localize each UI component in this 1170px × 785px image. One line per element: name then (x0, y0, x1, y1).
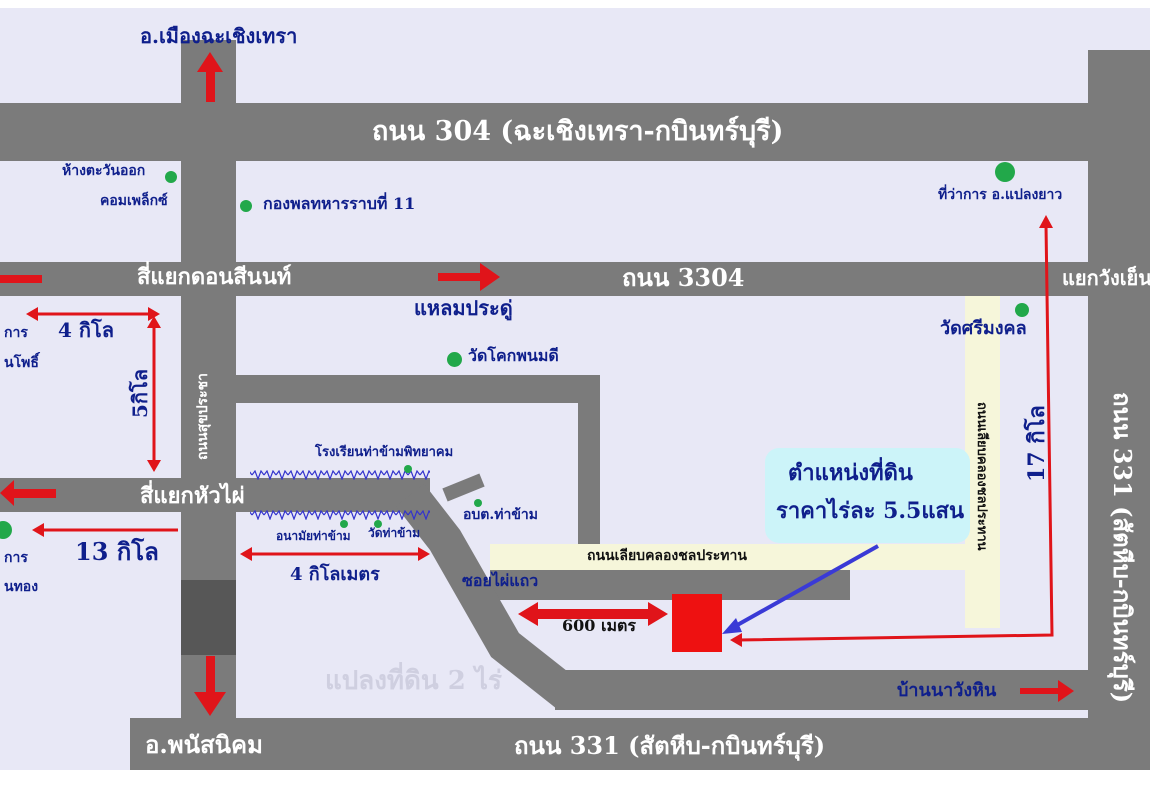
poi-dot-wat-khok (447, 352, 462, 367)
canal-road-vertical (965, 296, 1000, 628)
dist-600-m-label: 600 เมตร (562, 616, 636, 635)
arrow-left-top (0, 275, 42, 283)
land-callout (765, 448, 970, 543)
dist-13-kilo-label: 13 กิโล (75, 537, 159, 566)
road-3304-label: ถนน 3304 (622, 263, 745, 292)
road-wat-khok (236, 375, 598, 403)
arrow-hua-phai-head (0, 480, 14, 506)
wat-tha-kham-label: วัดท่าข้าม (368, 526, 421, 540)
arrow-3304-shaft (438, 273, 483, 281)
road-left-vertical-label: ถนนสุขประชา (195, 372, 211, 460)
wat-khok-label: วัดโคกพนมดี (468, 346, 559, 365)
road-lower (555, 670, 1088, 710)
arrow-up-head (197, 52, 223, 72)
pointer-head (722, 618, 742, 634)
land-plot (672, 594, 722, 652)
poi-dot-department-store (165, 171, 177, 183)
school-label: โรงเรียนท่าข้ามพิทยาคม (315, 445, 454, 460)
canal-road-horizontal (490, 544, 840, 570)
complex-label: คอมเพล็กซ์ (100, 193, 168, 209)
poi-dot-health-center (340, 520, 348, 528)
district-office-label: ที่ว่าการ อ.แปลงยาว (938, 187, 1063, 203)
mueang-chachoengsao-label: อ.เมืองฉะเชิงเทรา (140, 24, 298, 48)
poi-dot-wat-tha-kham (374, 520, 382, 528)
poi-dot-school (404, 465, 412, 473)
arrow-down-shaft (206, 656, 215, 694)
phanat-nikhom-label: อ.พนัสนิคม (145, 730, 263, 759)
arrow-3304-head (480, 263, 500, 291)
arrow-wang-hin-shaft (1020, 688, 1060, 694)
road-soi-phai-thaeo (395, 483, 600, 708)
callout-line1: ตำแหน่งที่ดิน (788, 460, 913, 486)
dist-17-kilo-label: 17 กิโล (1024, 405, 1050, 482)
dist-4-km-label: 4 กิโลเมตร (290, 564, 380, 585)
dist-4-kilo-label: 4 กิโล (58, 318, 114, 342)
left-office-name-label: นโพธิ์ (4, 355, 39, 371)
wat-sri-mongkol-label: วัดศรีมงคล (940, 318, 1027, 339)
arrow-up-shaft (206, 68, 215, 102)
road-left-dark-block (181, 580, 236, 655)
department-store-label: ห้างตะวันออก (62, 163, 146, 179)
dist-17-kilo-line (737, 224, 1054, 642)
dist-600-m-arrow-right (648, 602, 668, 626)
canal-zigzag-top (250, 470, 430, 480)
road-304-label: ถนน 304 (ฉะเชิงเทรา-กบินทร์บุรี) (372, 116, 784, 147)
poi-dot-left-office (0, 521, 12, 539)
dist-600-m-arrow-left (518, 602, 538, 626)
left-office-2-label: การ (4, 550, 28, 566)
left-office-label: การ (4, 325, 28, 341)
tambon-office-label: อบต.ท่าข้าม (463, 507, 539, 523)
arrow-wang-hin-head (1058, 680, 1074, 702)
canal-zigzag-bottom (250, 510, 430, 520)
dist-5-kilo-label: 5กิโล (128, 368, 152, 418)
army-base-label: กองพลทหารราบที่ 11 (263, 194, 416, 213)
arrow-down-head (194, 692, 226, 716)
soi-label: ซอยไผ่แถว (462, 571, 539, 590)
road-wat-khok-side (578, 375, 600, 545)
left-office-2-name-label: นทอง (4, 579, 39, 595)
health-center-label: อนามัยท่าข้าม (276, 529, 351, 543)
arrow-hua-phai-shaft (12, 489, 56, 498)
wang-yen-junction-label: แยกวังเย็น (1062, 266, 1152, 290)
junction-hua-phai-label: สี่แยกหัวไผ่ (140, 483, 245, 509)
laem-pradu-label: แหลมประดู่ (414, 296, 513, 320)
road-331-right-label: ถนน 331 (สัตหีบ-กบินทร์บุรี) (1108, 392, 1137, 704)
road-331-bottom-label: ถนน 331 (สัตหีบ-กบินทร์บุรี) (514, 731, 826, 760)
ban-na-wang-hin-label: บ้านนาวังหิน (897, 680, 997, 701)
road-hua-phai (0, 478, 430, 512)
pointer-line (731, 544, 879, 630)
poi-dot-wat-sri-mongkol (1015, 303, 1029, 317)
road-331-bottom (130, 718, 1150, 770)
poi-dot-tambon-office (474, 499, 482, 507)
road-obt-stub (442, 473, 485, 502)
watermark-text: แปลงที่ดิน 2 ไร่ (325, 666, 502, 696)
road-right-vertical-label: ถนนเลียบคลองชลประทาน (974, 402, 989, 551)
poi-dot-army-base (240, 200, 252, 212)
junction-don-sinon-label: สี่แยกดอนสีนนท์ (137, 264, 292, 290)
road-soi-stub (490, 570, 850, 600)
poi-dot-district-office (995, 162, 1015, 182)
road-331-right (1088, 50, 1150, 770)
callout-line2: ราคาไร่ละ 5.5แสน (776, 498, 964, 524)
canal-road-label: ถนนเลียบคลองชลประทาน (587, 548, 747, 564)
